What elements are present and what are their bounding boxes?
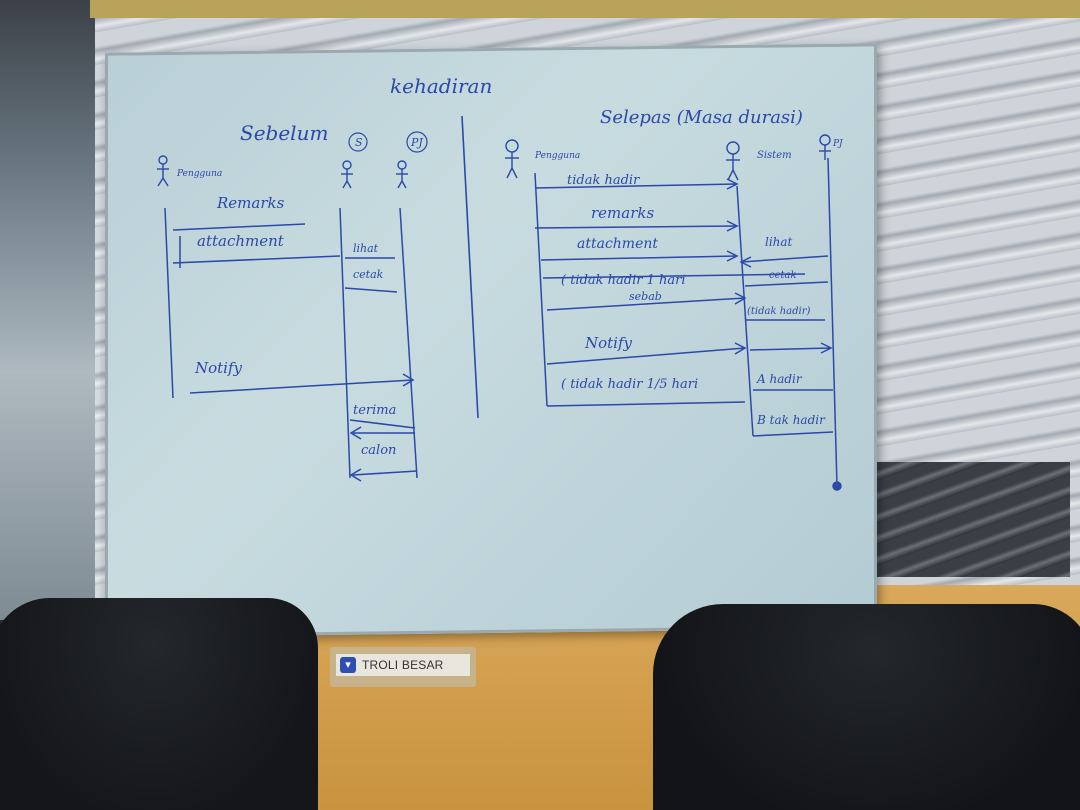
wall-left <box>0 0 100 620</box>
left-msg-remarks: Remarks <box>216 194 285 212</box>
left-msg-notify: Notify <box>194 359 243 377</box>
right-pj-figure <box>819 134 831 160</box>
left-system-figure <box>341 160 353 189</box>
left-actor-pj: PJ <box>410 136 423 149</box>
right-msg-notify: Notify <box>584 334 633 352</box>
right-msg-lihat: lihat <box>765 235 793 249</box>
right-msg-remarks: remarks <box>591 204 654 222</box>
right-sequence-lines <box>534 157 842 491</box>
left-heading: Sebelum <box>240 121 328 145</box>
left-pj-figure <box>396 160 408 189</box>
left-msg-attachment: attachment <box>197 232 285 250</box>
label-plate-text: TROLI BESAR <box>362 658 444 672</box>
right-actor-user: Pengguna <box>534 151 580 161</box>
left-msg-calon: calon <box>361 443 396 458</box>
right-msg-tidak-hadir-15: ( tidak hadir 1/5 hari <box>561 377 698 392</box>
right-msg-tidak-hadir-paren: (tidak hadir) <box>747 306 811 317</box>
chair-left <box>0 598 318 810</box>
right-system-figure <box>726 141 740 181</box>
label-plate-inner: ▾ TROLI BESAR <box>336 654 470 676</box>
cart-icon: ▾ <box>340 657 356 673</box>
whiteboard-diagram: kehadiran Sebelum S PJ Pengguna <box>157 74 844 491</box>
right-actor-pj: PJ <box>832 139 844 149</box>
right-msg-sebab: sebab <box>629 290 662 303</box>
left-user-figure <box>157 155 169 187</box>
left-msg-lihat: lihat <box>353 242 379 255</box>
right-msg-attachment: attachment <box>577 236 658 252</box>
right-msg-cetak: cetak <box>769 270 797 281</box>
ceiling-frame <box>90 0 1080 18</box>
left-msg-terima: terima <box>353 403 396 418</box>
right-msg-b-tak-hadir: B tak hadir <box>756 413 826 427</box>
dark-glass-panel <box>870 462 1070 577</box>
right-msg-a-hadir: A hadir <box>756 372 803 386</box>
right-heading: Selepas (Masa durasi) <box>600 107 803 128</box>
left-sequence-lines <box>164 207 418 482</box>
left-msg-cetak: cetak <box>353 268 384 281</box>
right-actor-system: Sistem <box>757 150 792 161</box>
left-actor-user: Pengguna <box>176 169 222 179</box>
right-msg-tidak-hadir: tidak hadir <box>567 173 640 188</box>
diagram-title: kehadiran <box>390 74 492 98</box>
divider-line <box>461 115 479 419</box>
left-actor-s: S <box>355 136 363 149</box>
right-user-figure <box>505 139 519 179</box>
right-msg-tidak-hadir-1: ( tidak hadir 1 hari <box>561 273 686 288</box>
chair-right <box>653 604 1080 810</box>
